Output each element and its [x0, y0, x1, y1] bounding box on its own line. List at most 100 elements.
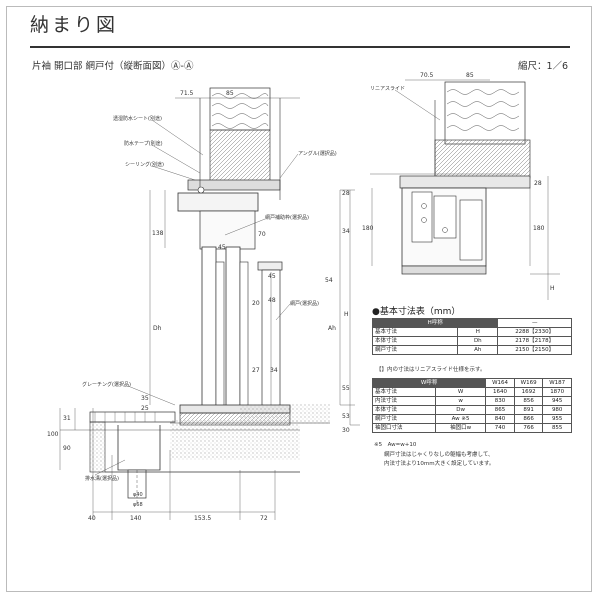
dim-70: 70	[258, 231, 266, 238]
table-cell: 2150【2150】	[497, 345, 572, 355]
dim-H: H	[344, 311, 349, 318]
table-row: 網戸寸法 Ah 2150【2150】	[371, 345, 572, 355]
table-row: 網戸寸法 Aw ※5 840 866 955	[372, 414, 572, 424]
table-cell: 740	[485, 423, 515, 433]
dim-70-5: 70.5	[420, 72, 434, 79]
table-cell: 830	[485, 396, 515, 406]
dim-27: 27	[252, 367, 260, 374]
table-row: 基本寸法 H 2288【2330】	[371, 327, 572, 337]
table1-header-cell: H呼称	[371, 318, 499, 328]
table-cell: 955	[542, 414, 572, 424]
dim-180-right: 180	[533, 225, 545, 232]
table-cell: 袖固口w	[434, 423, 487, 433]
table-cell: 866	[513, 414, 544, 424]
table-cell: 内法寸法	[372, 396, 436, 406]
left-labels: 透湿防水シート(別途) 防水テープ(別途) シーリング(別途) アングル(選択品…	[82, 115, 337, 508]
label-screen-frame: 網戸補助枠(選択品)	[265, 214, 309, 221]
screen-aux-frame	[257, 261, 283, 271]
dim-85: 85	[226, 90, 234, 97]
door-panel-4	[239, 261, 249, 408]
dim-Ah: Ah	[328, 325, 336, 332]
dim-180: 180	[362, 225, 374, 232]
right-section: リニアスライド 70.5 85 180 180 28 H	[362, 72, 560, 300]
dim-48: 48	[268, 297, 276, 304]
title-rule	[30, 46, 570, 48]
dim-100: 100	[47, 431, 59, 438]
table-cell: 980	[542, 405, 572, 415]
table-cell: 855	[542, 423, 572, 433]
dim-54: 54	[325, 277, 333, 284]
table-row: 本体寸法 Dw 865 891 980	[372, 405, 572, 415]
table-cell: W	[434, 387, 487, 397]
table-cell: 865	[485, 405, 515, 415]
page-frame	[6, 6, 592, 592]
label-pipe-40: φ40	[133, 492, 143, 498]
dim-30: 30	[342, 427, 350, 434]
dim-45: 45	[218, 244, 226, 251]
dim-53: 53	[342, 413, 350, 420]
table-cell: 840	[485, 414, 515, 424]
table-cell: 本体寸法	[371, 336, 459, 346]
dim-34-b: 34	[270, 367, 278, 374]
table-row: 袖固口寸法 袖固口w 740 766 855	[372, 423, 572, 433]
table-cell: 1692	[513, 387, 544, 397]
table2-col-w187: W187	[542, 378, 572, 388]
table-basic-dims-w: W呼称 W164 W169 W187 基本寸法 W 1640 1692 1870…	[371, 378, 572, 433]
head-frame	[177, 192, 259, 212]
dim-28-right: 28	[534, 180, 542, 187]
table-cell: H	[457, 327, 499, 337]
label-angle: アングル(選択品)	[298, 150, 337, 157]
dim-35: 35	[141, 395, 149, 402]
table1-note: 【】内の寸法はリニアスライド仕様を示す。	[376, 367, 486, 373]
table-cell: 856	[513, 396, 544, 406]
label-pipe-68: φ68	[133, 502, 143, 508]
insulation-block	[209, 87, 271, 131]
dim-90: 90	[63, 445, 71, 452]
dim-H-right: H	[550, 285, 555, 292]
footnote-3: 内法寸法より10mm大きく設定しています。	[384, 461, 495, 467]
footnote-2: 網戸寸法はじゃくりなしの躯幅も考慮して、	[384, 452, 494, 458]
dim-85-right: 85	[466, 72, 474, 79]
drawing-scale: 縮尺：1／6	[518, 61, 569, 72]
drain-channel	[117, 425, 161, 471]
dim-153-5: 153.5	[194, 515, 211, 522]
label-linear-slide: リニアスライド	[370, 86, 405, 92]
left-dimensions: 71.5 85 28 34 138 70 45 45 48 20 54 27 3…	[47, 90, 350, 522]
dim-138: 138	[152, 230, 164, 237]
dim-28: 28	[342, 190, 350, 197]
dim-34: 34	[342, 228, 350, 235]
insulation-block-right	[444, 81, 526, 145]
table-cell: 945	[542, 396, 572, 406]
table-cell: Dh	[457, 336, 499, 346]
table-cell: 網戸寸法	[371, 345, 459, 355]
table-cell: 1640	[485, 387, 515, 397]
table-cell: 766	[513, 423, 544, 433]
table-cell: 2178【2178】	[497, 336, 572, 346]
drawing-subtitle: 片袖 開口部 網戸付（縦断面図）Ⓐ-Ⓐ	[32, 61, 194, 72]
dim-71-5: 71.5	[180, 90, 194, 97]
table-cell: 袖固口寸法	[372, 423, 436, 433]
dim-25: 25	[141, 405, 149, 412]
table-row: 基本寸法 W 1640 1692 1870	[372, 387, 572, 397]
label-tape: 防水テープ(別途)	[124, 140, 163, 147]
footnote-1: ※5 Aw=w+10	[374, 442, 417, 448]
label-sheet: 透湿防水シート(別途)	[113, 115, 162, 122]
table-cell: 891	[513, 405, 544, 415]
label-drain: 排水溝(選択品)	[85, 475, 119, 482]
left-section	[59, 87, 360, 520]
table2-header-cell: W呼称	[371, 378, 487, 388]
page-title: 納まり図	[30, 14, 119, 36]
dim-Dh: Dh	[153, 325, 162, 332]
table-cell: 1870	[542, 387, 572, 397]
dim-45-b: 45	[268, 273, 276, 280]
dim-20: 20	[252, 300, 260, 307]
table-cell: w	[434, 396, 487, 406]
table2-col-w164: W164	[485, 378, 515, 388]
table1-header-value: —	[497, 318, 572, 328]
door-panel-3	[225, 246, 241, 408]
table-cell: 2288【2330】	[497, 327, 572, 337]
table-cell: 基本寸法	[372, 387, 436, 397]
table-cell: 基本寸法	[371, 327, 459, 337]
table-basic-dims-h: H呼称 — 基本寸法 H 2288【2330】 本体寸法 Dh 2178【217…	[371, 318, 572, 355]
